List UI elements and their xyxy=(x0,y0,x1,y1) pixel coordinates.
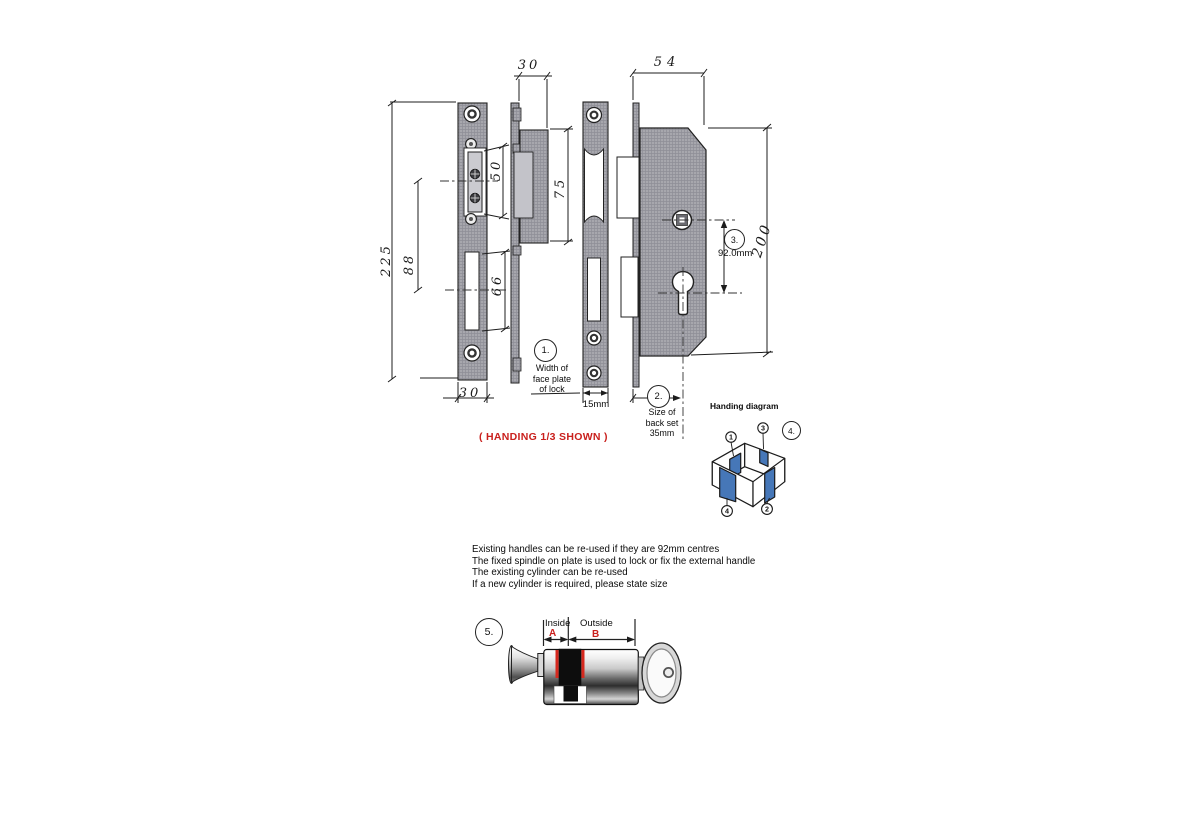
handing-door-2 xyxy=(764,466,776,504)
inside-label: Inside xyxy=(545,618,571,629)
handing-number-3: 3 xyxy=(761,424,765,433)
lock-faceplate-strip xyxy=(632,102,640,388)
deadbolt-cutout xyxy=(587,257,601,322)
dim-lower-cutout: 66 xyxy=(490,273,505,297)
lock-case-body xyxy=(639,127,707,357)
backset-note: Size of back set 35mm xyxy=(645,407,679,438)
dim-spindle-to-cylinder: 92.0mm xyxy=(718,248,753,259)
dim-strike-width: 30 xyxy=(458,386,482,401)
dimension-lines xyxy=(387,68,774,403)
keep-cutout xyxy=(463,147,487,217)
notes-block: Existing handles can be re-used if they … xyxy=(472,544,755,591)
euro-cylinder-hole xyxy=(671,270,695,316)
handing-door-1 xyxy=(729,452,742,479)
handing-number-1: 1 xyxy=(729,433,733,442)
lower-cutout xyxy=(464,251,480,331)
handing-number-2: 2 xyxy=(765,505,769,514)
cylinder-cam xyxy=(558,648,582,689)
callout-1: 1. xyxy=(534,339,557,362)
dim-strike-height: 225 xyxy=(379,243,394,277)
dim-case-depth: 54 xyxy=(653,55,681,70)
dim-case-height: 200 xyxy=(749,220,776,260)
handing-shown-label: ( HANDING 1/3 SHOWN ) xyxy=(479,431,608,443)
screw-hole xyxy=(586,330,602,346)
cylinder-body xyxy=(543,648,639,706)
keep-pocket xyxy=(513,151,534,219)
handing-box-sketch: 1 3 4 2 xyxy=(711,422,786,517)
handing-door-4 xyxy=(719,466,737,503)
thumbturn-disc xyxy=(508,645,515,684)
faceplate-note: Width of face plate of lock xyxy=(532,363,572,394)
phillips-screw xyxy=(469,192,481,204)
lock-case-side-view xyxy=(616,102,707,388)
latch-keep-bar xyxy=(467,151,483,213)
dim-letter-a: A xyxy=(549,628,557,639)
key-face-inner xyxy=(646,648,677,698)
screw-hole-small xyxy=(465,138,477,150)
dim-faceplate-width: 15mm xyxy=(582,399,610,410)
note-line: If a new cylinder is required, please st… xyxy=(472,579,668,591)
dim-keep-cutout: 50 xyxy=(489,158,504,182)
note-line: The fixed spindle on plate is used to lo… xyxy=(472,555,756,567)
callout-4: 4. xyxy=(782,421,801,440)
callout-2: 2. xyxy=(647,385,670,408)
callout-3: 3. xyxy=(724,229,745,250)
dimension-arrowheads xyxy=(583,220,728,401)
screw-hole xyxy=(585,106,603,124)
spindle-hole xyxy=(671,209,693,231)
screw-hole xyxy=(463,105,481,123)
thumbturn-cone xyxy=(511,645,539,684)
latch-cutout xyxy=(584,147,604,224)
face-plate-flat-view xyxy=(582,101,609,388)
note-line: The existing cylinder can be re-used xyxy=(472,567,628,579)
dead-bolt xyxy=(620,256,639,318)
latch-bolt xyxy=(616,156,640,219)
dim-keep-box-height: 75 xyxy=(553,176,568,200)
keyhole xyxy=(663,667,675,679)
callout-5: 5. xyxy=(475,618,503,646)
thumbturn-collar xyxy=(537,653,545,677)
key-face-outer xyxy=(641,642,682,704)
handing-number-4: 4 xyxy=(725,507,729,516)
outside-label: Outside xyxy=(580,618,613,629)
dim-keep-centres: 88 xyxy=(402,252,417,276)
phillips-screw xyxy=(469,168,481,180)
strike-plate-flat-view xyxy=(457,102,488,381)
screw-hole-small xyxy=(465,213,477,225)
dim-letter-b: B xyxy=(592,629,600,640)
note-line: Existing handles can be re-used if they … xyxy=(472,544,720,555)
keep-box xyxy=(519,129,549,244)
screw-hole xyxy=(586,365,602,381)
handing-diagram-title: Handing diagram xyxy=(710,401,779,411)
screw-hole xyxy=(463,344,481,362)
dim-keep-box-depth: 30 xyxy=(517,58,541,73)
handing-door-3 xyxy=(759,448,769,468)
